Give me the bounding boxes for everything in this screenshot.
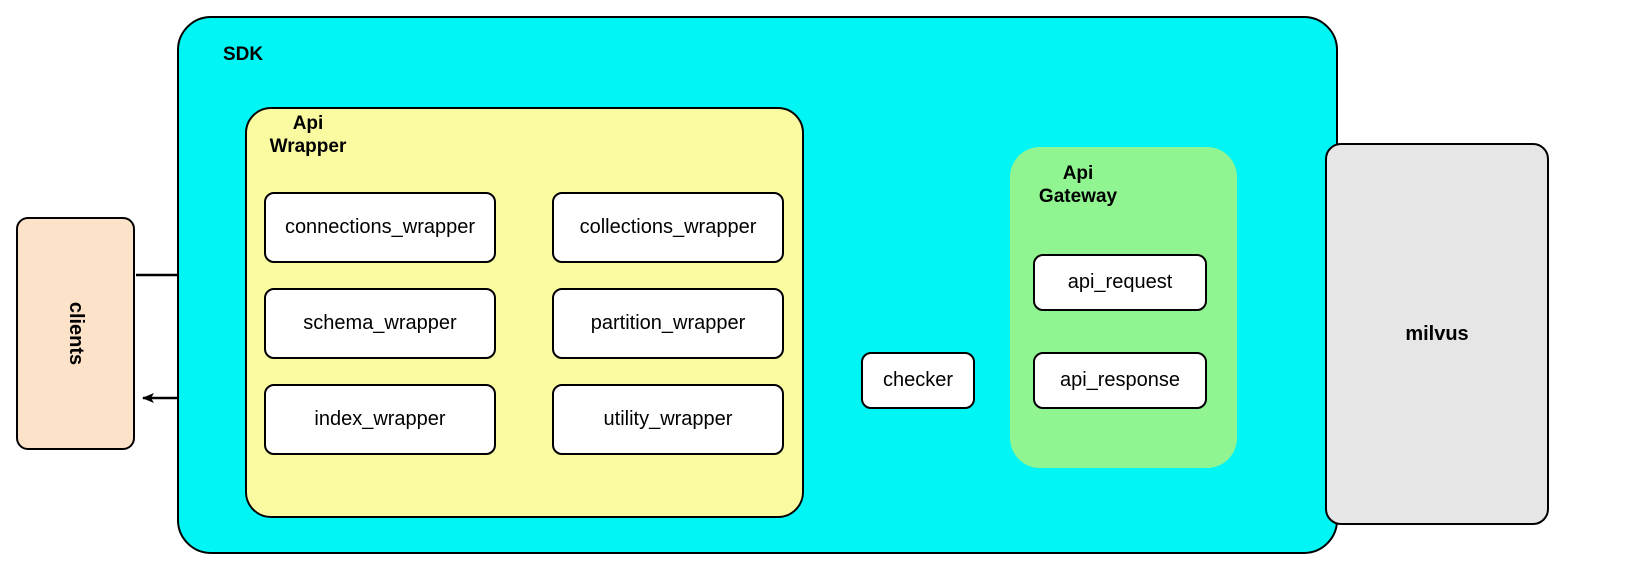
api-wrapper-label: Api Wrapper <box>269 113 347 158</box>
module-connections-wrapper[interactable]: connections_wrapper <box>264 192 496 263</box>
sdk-label: SDK <box>222 44 264 65</box>
module-label: index_wrapper <box>314 408 446 430</box>
module-collections-wrapper[interactable]: collections_wrapper <box>552 192 784 263</box>
module-label: connections_wrapper <box>284 216 476 238</box>
api-gateway-label: Api Gateway <box>1038 163 1118 208</box>
module-api-response[interactable]: api_response <box>1033 352 1207 409</box>
module-utility-wrapper[interactable]: utility_wrapper <box>552 384 784 455</box>
module-label: collections_wrapper <box>579 216 757 238</box>
module-index-wrapper[interactable]: index_wrapper <box>264 384 496 455</box>
module-label: partition_wrapper <box>590 312 746 334</box>
milvus-node[interactable]: milvus <box>1325 143 1549 525</box>
module-label: schema_wrapper <box>303 312 457 334</box>
checker-node[interactable]: checker <box>861 352 975 409</box>
module-partition-wrapper[interactable]: partition_wrapper <box>552 288 784 359</box>
module-label: utility_wrapper <box>603 408 733 430</box>
module-label: api_request <box>1067 271 1173 293</box>
checker-label: checker <box>882 369 954 391</box>
clients-node[interactable]: clients <box>16 217 135 450</box>
clients-label: clients <box>64 301 87 366</box>
module-api-request[interactable]: api_request <box>1033 254 1207 311</box>
module-label: api_response <box>1059 369 1181 391</box>
module-schema-wrapper[interactable]: schema_wrapper <box>264 288 496 359</box>
milvus-label: milvus <box>1405 322 1469 345</box>
